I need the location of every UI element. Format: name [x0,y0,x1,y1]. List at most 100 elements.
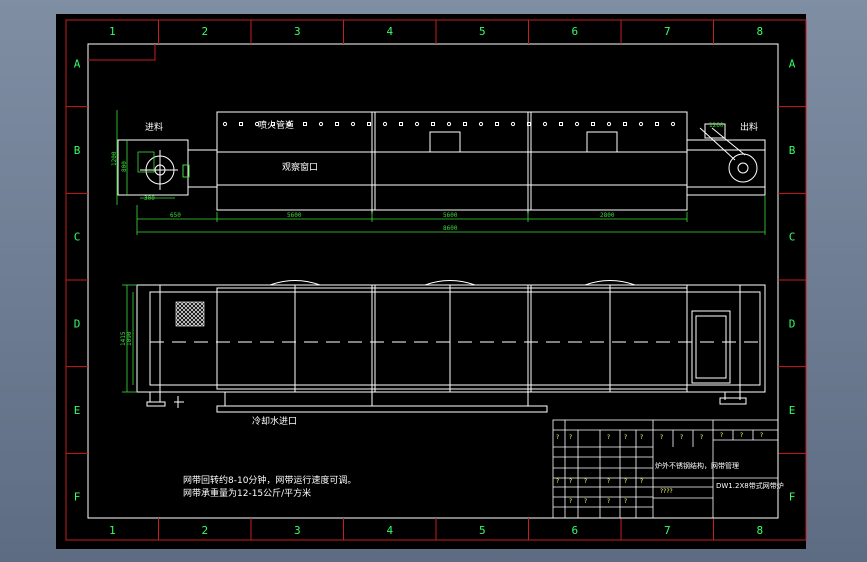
title-block-mark: ? [607,434,610,441]
burner-hole [623,122,627,126]
burner-hole [510,121,516,127]
mesh-line [175,301,197,323]
title-block [552,419,779,519]
tb-code: ???? [660,488,673,495]
plan-body [136,284,766,393]
title-block-mark: ? [720,432,723,439]
burner-hole [670,121,676,127]
row-label-B-right: B [789,144,796,157]
title-block-mark: ? [640,478,643,485]
burner-hole [335,122,339,126]
burner-hole [367,122,371,126]
mesh-line [195,301,205,311]
burner-hole [446,121,452,127]
column-label-4-top: 4 [386,25,393,38]
row-label-E-right: E [789,404,796,417]
burner-hole [414,121,420,127]
row-label-A-left: A [74,57,81,70]
burner-hole [382,121,388,127]
dim-1415: 1415 [120,331,127,346]
title-block-mark: ? [700,434,703,441]
label-observe: 观察窗口 [282,161,318,173]
column-label-3-bottom: 3 [294,524,301,537]
note-line-2: 网带承重量为12-15公斤/平方米 [183,487,311,499]
mesh-line [175,301,189,315]
burner-hole [431,122,435,126]
burner-hole [638,121,644,127]
dim-left: 650 [170,212,181,219]
burner-hole [655,122,659,126]
burner-hole [559,122,563,126]
burner-hole [254,121,260,127]
mesh-line [175,301,181,307]
title-block-mark: ? [569,434,572,441]
mesh-line [183,301,205,323]
access-door [691,310,731,384]
title-block-mark: ? [760,432,763,439]
row-label-F-right: F [789,491,796,504]
mesh-line [199,301,205,307]
column-label-5-top: 5 [479,25,486,38]
base-rail [216,405,548,413]
burner-hole [286,121,292,127]
burner-holes [222,121,676,127]
note-line-1: 网带回转约8-10分钟，网带运行速度可调。 [183,474,356,486]
burner-hole [495,122,499,126]
zone-grid [66,20,806,540]
row-label-B-left: B [74,144,81,157]
burner-hole [399,122,403,126]
title-block-mark: ? [556,434,559,441]
column-label-1-top: 1 [109,25,116,38]
title-block-mark: ? [640,434,643,441]
top-view-dim-text: 650 5600 5600 2800 8600 300 1260 1200 80… [111,122,724,232]
dim-seg1: 5600 [287,212,302,219]
burner-hole [239,122,243,126]
column-label-6-bottom: 6 [571,524,578,537]
dim-seg3: 2800 [600,212,615,219]
column-label-7-bottom: 7 [664,524,671,537]
label-infeed: 进料 [145,121,163,133]
column-label-4-bottom: 4 [386,524,393,537]
title-block-mark: ? [740,432,743,439]
title-block-text: 炉外不锈钢结构，网带管理 DW1.2X8带式网带炉 ???? ?????????… [556,432,784,505]
title-block-mark: ? [624,434,627,441]
burner-hole [303,122,307,126]
column-label-6-top: 6 [571,25,578,38]
dim-height-b: 800 [121,161,128,172]
burner-hole [318,121,324,127]
title-block-mark: ? [556,478,559,485]
column-label-2-bottom: 2 [201,524,208,537]
row-label-E-left: E [74,404,81,417]
side-view-dim-text: 1415 1090 [120,331,133,346]
infeed-frame [117,139,189,196]
title-block-mark: ? [584,498,587,505]
title-block-mark: ? [607,498,610,505]
top-view-labels: 进料 出料 喷火管道 观察窗口 [145,119,758,173]
title-block-mark: ? [624,498,627,505]
burner-hole [350,121,356,127]
mesh-hatch [175,301,205,327]
column-label-7-top: 7 [664,25,671,38]
title-block-mark: ? [660,434,663,441]
column-label-5-bottom: 5 [479,524,486,537]
notes: 网带回转约8-10分钟，网带运行速度可调。 网带承重量为12-15公斤/平方米 [183,474,356,499]
hatch-1 [429,131,461,153]
hatch-2 [586,131,618,153]
burner-hole [271,122,275,126]
mesh-line [187,301,205,319]
top-view-dimensions [116,110,766,235]
tb-note: 炉外不锈钢结构，网带管理 [655,461,739,470]
row-label-F-left: F [74,491,81,504]
burner-hole [527,122,531,126]
label-outfeed: 出料 [740,121,758,133]
mesh-line [175,301,193,319]
side-view [136,280,766,413]
burner-hole [606,121,612,127]
column-label-2-top: 2 [201,25,208,38]
column-label-3-top: 3 [294,25,301,38]
dim-roll: 300 [144,195,155,202]
mesh-line [191,301,205,315]
side-view-dimensions [122,284,137,393]
